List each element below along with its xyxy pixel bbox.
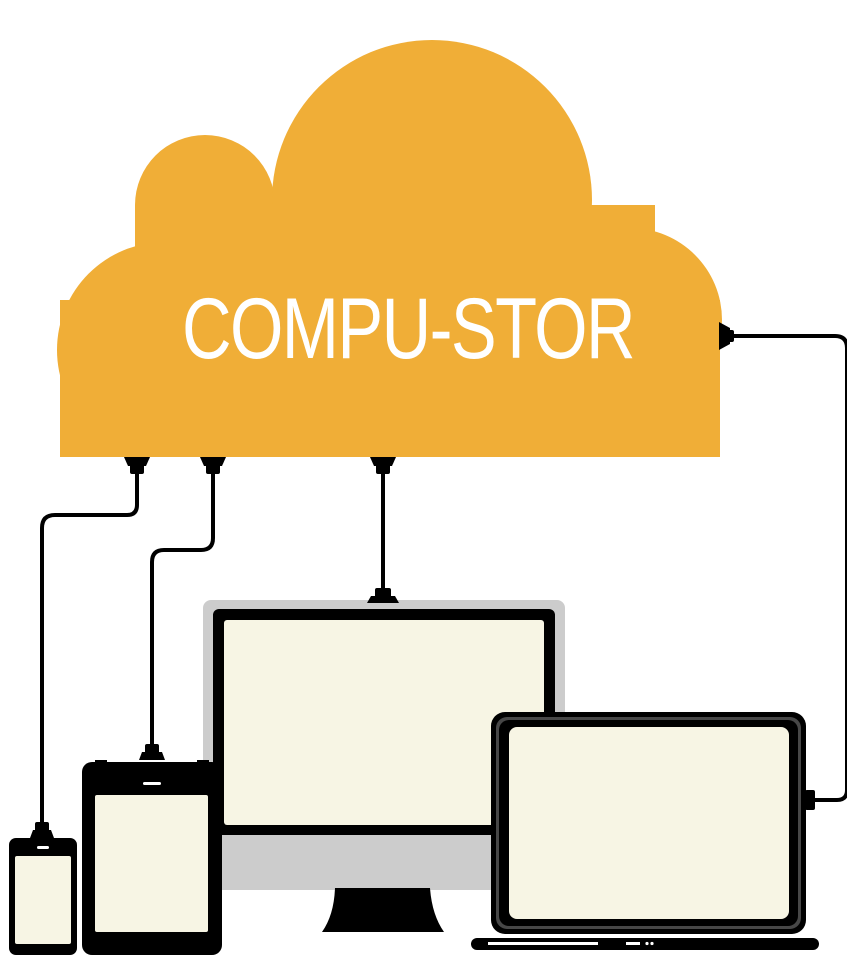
laptop-cable: [728, 334, 847, 802]
phone-screen: [15, 856, 71, 944]
smartphone: [9, 822, 77, 955]
cloud-title: COMPU-STOR: [182, 281, 634, 377]
tablet-screen: [95, 795, 208, 932]
phone-cable: [40, 468, 139, 828]
tablet-cable: [150, 468, 215, 750]
tablet: [82, 744, 222, 955]
desktop-monitor: [203, 588, 565, 932]
cables: [40, 334, 847, 828]
monitor-screen: [224, 620, 544, 825]
laptop: [471, 712, 819, 950]
cloud-icon: COMPU-STOR: [40, 40, 740, 517]
laptop-screen: [509, 727, 789, 919]
cloud-ports: [124, 322, 734, 474]
